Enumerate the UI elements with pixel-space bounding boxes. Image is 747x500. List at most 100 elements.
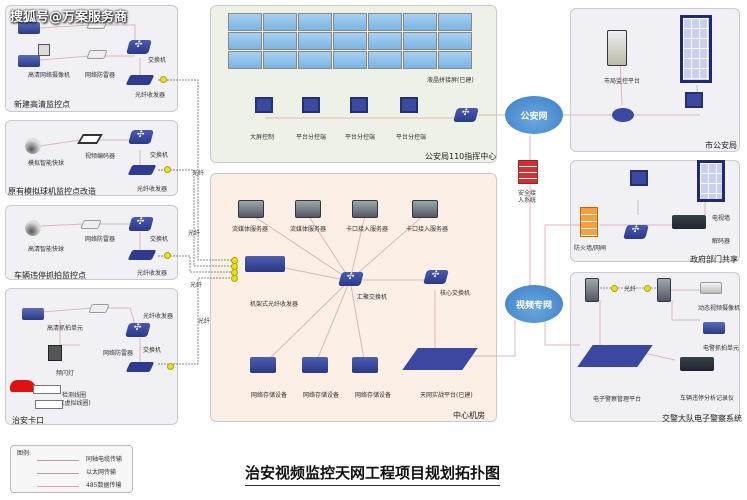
firewall-icon xyxy=(518,160,538,184)
panel-title: 车辆违停抓拍监控点 xyxy=(14,271,86,280)
device-label: 光纤收发器 xyxy=(137,270,168,277)
link-line xyxy=(39,24,136,45)
switch-icon xyxy=(125,323,151,337)
device-label: 车辆违停分析记录仪 xyxy=(680,395,735,402)
device-label: 电视墙 xyxy=(712,215,731,222)
device-label: 光纤 xyxy=(188,230,201,237)
firewall-gateway-icon xyxy=(580,207,598,237)
device-label: 核心交换机 xyxy=(440,290,471,297)
device-label: 电子警察管理平台 xyxy=(593,396,642,403)
lcd-screen xyxy=(403,13,437,31)
device-label: 平台分控端 xyxy=(296,134,327,141)
monitor-icon xyxy=(685,92,703,108)
fiber-port-icon xyxy=(644,285,651,292)
device-label: 网络存储设备 xyxy=(251,392,288,399)
link-line xyxy=(251,214,351,281)
lcd-screen xyxy=(228,32,262,50)
server-icon xyxy=(607,30,627,66)
legend-label: 同轴电缆传输 xyxy=(86,456,123,463)
device-label: 模拟智能快球 xyxy=(28,160,65,167)
fiber-port-icon xyxy=(160,76,167,83)
lcd-screen xyxy=(263,32,297,50)
arrester-icon xyxy=(80,220,102,229)
device-label: 动态视频摄像机 xyxy=(698,305,741,312)
transceiver-icon xyxy=(125,362,155,372)
link-line xyxy=(41,307,136,326)
device-label: 大屏控制 xyxy=(250,134,275,141)
lcd-screen xyxy=(438,51,472,69)
storage-icon xyxy=(302,357,328,373)
lcd-screen xyxy=(368,13,402,31)
device-label: 网络防雷器 xyxy=(85,72,116,79)
fiber-transceiver-icon xyxy=(585,278,599,302)
server-icon xyxy=(412,200,438,218)
rack-transceiver-icon xyxy=(245,256,285,272)
device-label: 安全接 xyxy=(518,190,537,197)
lcd-screen xyxy=(333,32,367,50)
link-line xyxy=(544,224,580,300)
loop-icon xyxy=(35,400,63,409)
tv-wall-icon xyxy=(697,160,725,202)
fiber-port-icon xyxy=(167,363,174,370)
device-label: 解码器 xyxy=(712,238,731,245)
lcd-screen xyxy=(438,32,472,50)
router-icon xyxy=(612,108,634,122)
device-label: 高清智能快球 xyxy=(28,246,65,253)
fiber-port-icon xyxy=(611,285,618,292)
device-label: 检测线圈 xyxy=(62,392,87,399)
lcd-screen xyxy=(403,32,437,50)
hd-camera-icon xyxy=(18,55,40,67)
link-line xyxy=(284,267,346,281)
lcd-screen xyxy=(263,51,297,69)
server-icon xyxy=(295,200,321,218)
device-label: 视频编码器 xyxy=(85,153,116,160)
panel-title: 公安局110指挥中心 xyxy=(425,152,497,161)
server-icon xyxy=(238,200,264,218)
hd-badge-icon xyxy=(38,44,50,56)
loop-icon xyxy=(33,385,61,394)
server-icon xyxy=(352,200,378,218)
fiber-line xyxy=(158,277,232,365)
device-label: 卡口接入服务器 xyxy=(346,226,389,233)
fiber-port-icon xyxy=(164,166,171,173)
lcd-screen xyxy=(368,51,402,69)
arrester-icon xyxy=(86,50,108,59)
panel-title: 原有模拟球机监控点改造 xyxy=(8,187,96,196)
device-label: 流媒体服务器 xyxy=(232,226,269,233)
panel-title: 治安卡口 xyxy=(12,416,44,425)
legend-label: 以太网传输 xyxy=(86,469,117,476)
switch-icon xyxy=(126,40,152,54)
legend-title: 图例: xyxy=(17,450,32,457)
link-line xyxy=(671,300,700,321)
link-line xyxy=(314,279,351,366)
legend-swatch xyxy=(37,486,79,487)
flash-light-icon xyxy=(48,345,62,361)
lcd-screen xyxy=(298,51,332,69)
device-label: 入系统 xyxy=(518,197,537,204)
device-label: 光纤 xyxy=(198,318,211,325)
device-label: 光纤 xyxy=(624,286,637,293)
legend-item: 同轴电缆传输 xyxy=(31,456,131,466)
legend-item: 485数据传输 xyxy=(31,482,131,492)
device-label: 防火墙/网闸 xyxy=(574,245,607,252)
decoder-icon xyxy=(672,215,706,229)
capture-camera-icon xyxy=(22,308,44,320)
dynamic-camera-icon xyxy=(700,282,722,294)
tv-wall-icon xyxy=(680,15,712,83)
recorder-icon xyxy=(680,357,714,371)
car-icon xyxy=(10,380,36,392)
fiber-port-icon xyxy=(231,275,238,282)
diagram-title: 治安视频监控天网工程项目规划拓扑图 xyxy=(245,462,501,486)
device-label: 交换机 xyxy=(143,347,162,354)
device-label: 液晶拼接屏(已建) xyxy=(427,77,474,84)
capture-camera-icon xyxy=(703,322,725,334)
lcd-screen xyxy=(438,13,472,31)
device-label: 流媒体服务器 xyxy=(290,226,327,233)
device-label: 高清网络摄像机 xyxy=(28,72,71,79)
lcd-screen xyxy=(368,32,402,50)
device-label: 频闪灯 xyxy=(56,370,75,377)
device-label: 高清抓拍单元 xyxy=(47,325,84,332)
cloud-police-network: 公安网 xyxy=(505,96,563,134)
panel-title: 交警大队电子警察系统 xyxy=(662,414,742,423)
fiber-line xyxy=(158,79,232,261)
